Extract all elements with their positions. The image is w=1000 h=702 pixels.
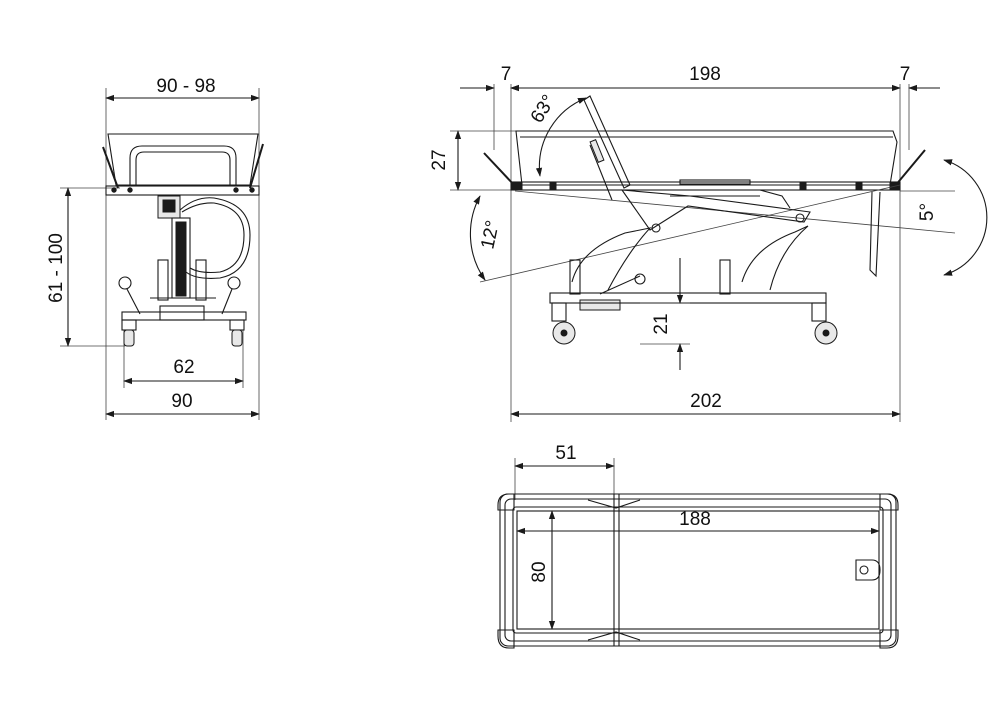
top-backrest-label: 51 <box>555 443 576 464</box>
side-right-end-label: 7 <box>900 64 911 85</box>
front-lever-knob-left <box>118 276 132 290</box>
front-view: 90 - 98 61 - 100 62 90 <box>46 76 264 420</box>
side-pedal <box>599 275 641 295</box>
side-tilt-angle-label: 12° <box>477 219 504 251</box>
side-foot-angle-arc <box>943 159 988 276</box>
front-column-right-post <box>195 259 207 301</box>
side-foot-angle-label: 5° <box>917 203 938 221</box>
side-post-right <box>719 259 731 295</box>
top-corner-tl <box>497 493 515 511</box>
front-hose <box>179 197 251 279</box>
side-rail-right <box>894 149 926 187</box>
front-lever-right <box>221 288 233 315</box>
top-hinge-top <box>587 499 641 509</box>
side-frame-clip-2 <box>799 182 807 190</box>
top-corner-br <box>879 629 899 649</box>
front-width-label: 90 - 98 <box>156 76 215 97</box>
top-outer-frame-inner <box>504 498 892 642</box>
side-pedal-knob <box>634 273 646 285</box>
side-total-length-label: 202 <box>690 391 722 412</box>
side-hydraulic-cylinder <box>579 299 621 311</box>
front-side-rail-left <box>102 146 119 189</box>
side-tray <box>515 130 898 186</box>
front-column-cylinder <box>175 221 187 297</box>
front-hose-inner <box>181 202 245 274</box>
side-foot-support <box>869 191 881 278</box>
side-scissor-joint <box>759 189 791 209</box>
front-lever-left <box>126 288 141 315</box>
front-lever-knob-right <box>227 276 241 290</box>
side-lift-arm-left <box>571 227 652 291</box>
top-inner-width-label: 80 <box>529 561 550 582</box>
front-bolt-3 <box>233 187 239 193</box>
side-rail-left <box>483 152 516 187</box>
side-frame <box>510 181 901 191</box>
side-caster-left-fork <box>551 302 567 322</box>
side-frame-clip-1 <box>549 182 557 190</box>
top-outer-frame <box>499 493 897 647</box>
side-caster-left-hub <box>560 329 568 337</box>
side-caster-right-fork <box>811 302 827 322</box>
front-caster-left-wheel <box>123 329 135 347</box>
side-lift-arm-right <box>741 225 809 291</box>
front-pump-block <box>162 199 176 213</box>
side-tilt-reference-line <box>479 184 901 283</box>
front-base-beam <box>121 311 247 321</box>
side-frame-end-left <box>511 182 523 190</box>
top-corner-bl <box>497 629 515 649</box>
top-drain-tab <box>855 559 881 581</box>
top-view: 51 188 80 <box>497 443 899 649</box>
side-caster-right-hub <box>822 329 830 337</box>
front-frame-bar <box>105 185 260 196</box>
side-depth-label: 27 <box>429 149 450 170</box>
front-track-label: 62 <box>173 357 194 378</box>
front-bolt-2 <box>127 187 133 193</box>
front-base-center <box>159 305 205 321</box>
front-caster-left-fork <box>121 319 137 331</box>
top-drain-hole <box>859 565 869 575</box>
top-inner-length-label: 188 <box>679 509 711 530</box>
side-clearance-label: 21 <box>651 313 672 334</box>
side-backrest-strut <box>589 144 613 201</box>
front-side-rail-right <box>249 143 264 189</box>
front-caster-right-wheel <box>231 329 243 347</box>
side-post-left <box>569 259 581 295</box>
front-bolt-1 <box>111 187 117 193</box>
side-backrest-angle-arc <box>535 97 587 177</box>
front-bolt-4 <box>249 187 255 193</box>
side-tilt-angle-arc <box>469 195 486 281</box>
front-column-left-post <box>157 259 169 301</box>
side-frame-bracket <box>679 179 751 185</box>
front-headrest-frame <box>129 145 237 185</box>
side-length-label: 198 <box>689 64 721 85</box>
top-corner-tr <box>879 493 899 511</box>
top-hinge-bottom <box>587 631 641 641</box>
side-scissor-pivot-2 <box>795 213 805 223</box>
side-frame-clip-3 <box>855 182 863 190</box>
front-base-label: 90 <box>171 391 192 412</box>
top-tray <box>512 506 884 634</box>
front-height-label: 61 - 100 <box>46 233 67 303</box>
front-headrest-inner <box>135 151 231 185</box>
top-tray-inner <box>516 510 880 630</box>
side-backrest-gas-spring <box>589 139 605 163</box>
side-scissor-pivot-1 <box>651 223 661 233</box>
side-view: 7 198 7 27 63° 12° <box>429 64 988 422</box>
side-left-end-label: 7 <box>501 64 512 85</box>
front-caster-right-fork <box>229 319 245 331</box>
